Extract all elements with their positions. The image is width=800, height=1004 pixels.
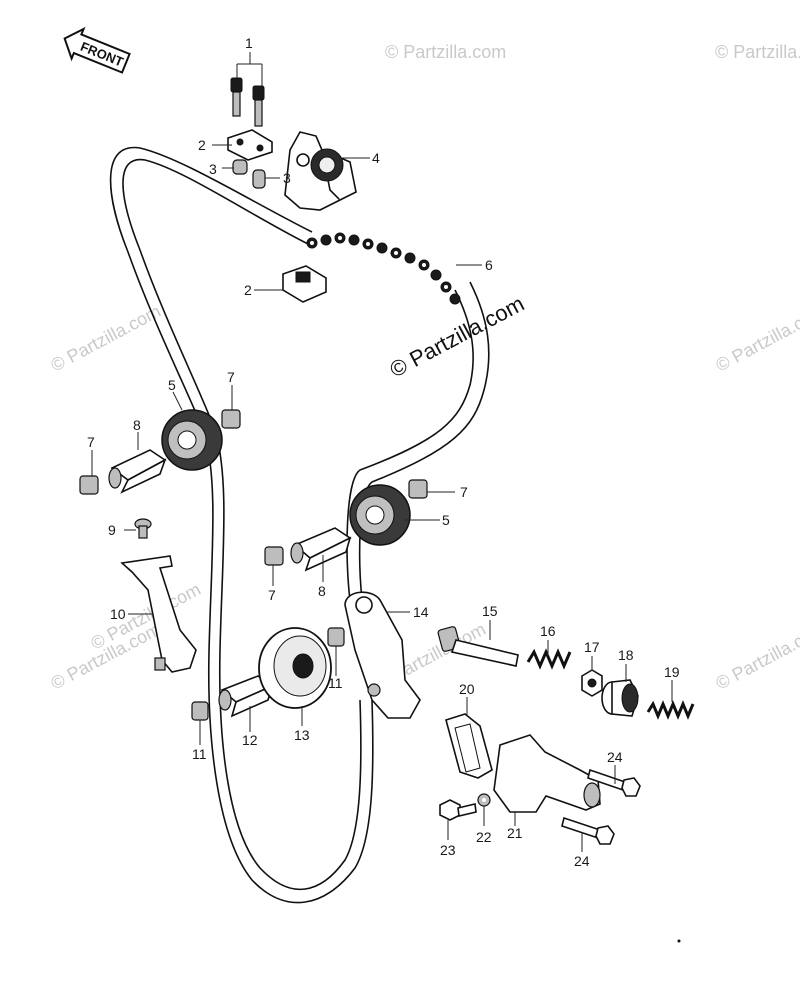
callout-7-left: 7 (87, 434, 95, 450)
callout-16: 16 (540, 623, 556, 639)
leader-lines (91, 52, 673, 852)
tensioner-lever (344, 591, 421, 719)
idler-sprocket-upper (161, 409, 223, 471)
chain-links (306, 232, 461, 305)
callout-6: 6 (485, 257, 493, 273)
callout-11-right: 11 (328, 675, 343, 691)
callout-5-upper: 5 (168, 377, 176, 393)
tensioner-body (493, 734, 601, 813)
watermark-tile: © Partzilla.com (47, 301, 163, 376)
callout-17: 17 (584, 639, 600, 655)
washer (477, 793, 491, 807)
callout-15: 15 (482, 603, 498, 619)
holder-cap-lower (282, 265, 327, 303)
callout-7-right: 7 (460, 484, 468, 500)
callout-4: 4 (372, 150, 380, 166)
callout-24-upper: 24 (607, 749, 623, 765)
bolt-pair (230, 77, 265, 127)
callout-23: 23 (440, 842, 456, 858)
callout-8-upper: 8 (133, 417, 141, 433)
tensioner-collar (601, 679, 639, 717)
holder-cap-upper (227, 129, 273, 161)
callout-13: 13 (294, 727, 310, 743)
callout-21: 21 (507, 825, 523, 841)
watermark-tile: © Partzilla.com (385, 42, 506, 62)
stray-dot (677, 939, 681, 943)
idler-shaft-lower (290, 527, 352, 572)
mounting-bolt-upper (587, 768, 641, 797)
callout-24-lower: 24 (574, 853, 590, 869)
callout-20: 20 (459, 681, 475, 697)
rubber-damper-blocks (79, 409, 428, 566)
callout-labels: 1 2 2 3 3 4 5 5 6 7 7 7 7 8 8 9 10 11 11… (87, 35, 680, 869)
callout-2-lower: 2 (244, 282, 252, 298)
watermark-center: © Partzilla.com (386, 291, 529, 383)
callout-7-lower: 7 (268, 587, 276, 603)
idler-sprocket-lower (349, 484, 411, 546)
cam-chain (109, 146, 490, 904)
callout-18: 18 (618, 647, 634, 663)
callout-11-left: 11 (192, 746, 207, 762)
screw (134, 518, 152, 539)
callout-3-right: 3 (283, 170, 291, 186)
chain-guide-bracket (120, 555, 197, 673)
mounting-bolt-short (439, 799, 477, 821)
callout-19: 19 (664, 664, 680, 680)
tensioner-gasket (445, 713, 493, 779)
callout-9: 9 (108, 522, 116, 538)
camshaft-sprocket-holder (284, 131, 357, 211)
callout-7-upper: 7 (227, 369, 235, 385)
sprocket-teeth (310, 148, 344, 182)
watermark-tile: © Partzilla.com (715, 42, 800, 62)
watermark-tile: © Partzilla.com (712, 301, 800, 376)
guide-roller (258, 627, 332, 709)
callout-1: 1 (245, 35, 253, 51)
callout-8-lower: 8 (318, 583, 326, 599)
callout-3-left: 3 (209, 161, 217, 177)
callout-14: 14 (413, 604, 429, 620)
dowel-pins (232, 159, 266, 189)
callout-10: 10 (110, 606, 126, 622)
tensioner-spring-small (646, 700, 695, 720)
callout-22: 22 (476, 829, 492, 845)
callout-12: 12 (242, 732, 258, 748)
tensioner-spring (526, 648, 572, 670)
lock-nut (581, 669, 603, 697)
front-arrow-badge: FRONT (63, 26, 131, 74)
mounting-bolt-lower (561, 816, 615, 845)
rubber-guide-blocks (191, 627, 345, 721)
callout-5-lower: 5 (442, 512, 450, 528)
watermark-tile: © Partzilla.com (712, 619, 800, 694)
callout-2-upper: 2 (198, 137, 206, 153)
tensioner-pushrod (437, 626, 519, 667)
idler-shaft-upper (108, 449, 167, 494)
